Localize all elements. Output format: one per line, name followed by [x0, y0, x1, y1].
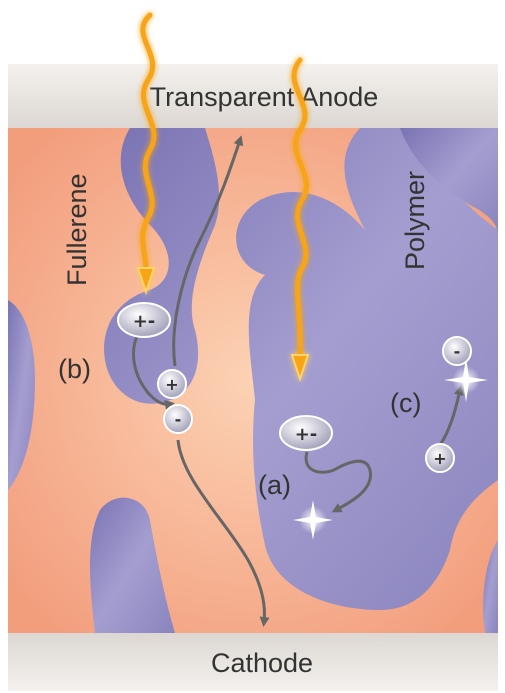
hole-c: +: [426, 444, 454, 472]
svg-text:+-: +-: [133, 311, 156, 332]
exciton-a: +-: [280, 416, 332, 450]
svg-text:+: +: [433, 449, 446, 468]
electron-b: -: [164, 405, 192, 433]
hole-b: +: [158, 370, 186, 398]
exciton-b: +-: [118, 303, 170, 337]
svg-text:+-: +-: [295, 424, 318, 445]
cathode-label: Cathode: [211, 648, 313, 678]
electron-c: -: [443, 337, 471, 365]
svg-text:-: -: [175, 410, 182, 429]
fullerene-label: Fullerene: [62, 173, 92, 286]
polymer-label: Polymer: [400, 171, 430, 270]
anode-label: Transparent Anode: [150, 82, 379, 112]
process-label-b: (b): [58, 354, 91, 384]
svg-text:-: -: [454, 342, 461, 361]
svg-text:+: +: [165, 375, 178, 394]
process-label-a: (a): [258, 470, 291, 500]
process-label-c: (c): [390, 388, 421, 418]
